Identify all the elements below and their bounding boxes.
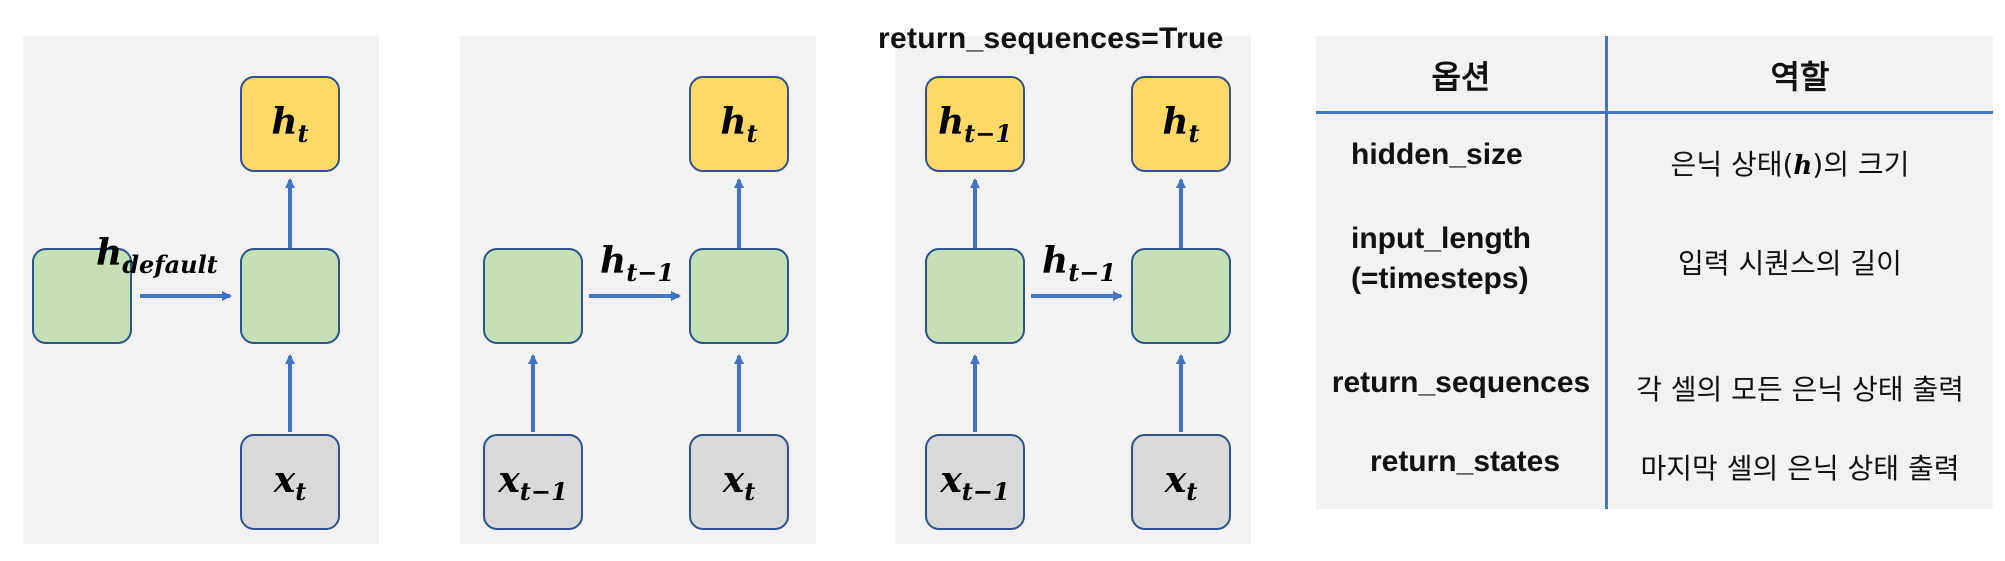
input-box-xt-minus-1: xt−1 bbox=[483, 434, 583, 530]
output-box-ht: ht bbox=[240, 76, 340, 172]
input-box-xt: xt bbox=[689, 434, 789, 530]
option-hidden-size: hidden_size bbox=[1351, 138, 1523, 171]
edge-label-h-t-minus-1: ht−1 bbox=[600, 240, 675, 287]
role-return-sequences: 각 셀의 모든 은닉 상태 출력 bbox=[1636, 373, 1964, 406]
hidden-cell bbox=[240, 248, 340, 344]
hidden-cell-prev bbox=[925, 248, 1025, 344]
table-column-divider bbox=[1605, 36, 1608, 509]
options-table bbox=[1316, 36, 1993, 509]
edge-label-h-t-minus-1: ht−1 bbox=[1042, 240, 1117, 287]
role-hidden-size: 은닉 상태(h)의 크기 bbox=[1670, 148, 1910, 181]
hidden-cell bbox=[1131, 248, 1231, 344]
hidden-cell-prev bbox=[32, 248, 132, 344]
input-box-xt-minus-1: xt−1 bbox=[925, 434, 1025, 530]
input-box-xt: xt bbox=[1131, 434, 1231, 530]
role-input-length: 입력 시퀀스의 길이 bbox=[1678, 247, 1902, 280]
table-header-divider bbox=[1316, 111, 1993, 114]
output-box-ht: ht bbox=[689, 76, 789, 172]
option-return-sequences: return_sequences bbox=[1331, 366, 1591, 399]
input-box-xt: xt bbox=[240, 434, 340, 530]
table-header-option: 옵션 bbox=[1431, 59, 1491, 95]
hidden-cell-prev bbox=[483, 248, 583, 344]
hidden-cell bbox=[689, 248, 789, 344]
role-return-states: 마지막 셀의 은닉 상태 출력 bbox=[1640, 452, 1960, 485]
table-header-role: 역할 bbox=[1770, 59, 1830, 95]
panel3-title: return_sequences=True bbox=[878, 22, 1224, 55]
option-input-length-alias: (=timesteps) bbox=[1351, 262, 1529, 295]
option-input-length: input_length bbox=[1351, 222, 1531, 255]
output-box-ht-minus-1: ht−1 bbox=[925, 76, 1025, 172]
edge-label-h-default: hdefault bbox=[96, 232, 218, 279]
option-return-states: return_states bbox=[1369, 445, 1561, 478]
output-box-ht: ht bbox=[1131, 76, 1231, 172]
